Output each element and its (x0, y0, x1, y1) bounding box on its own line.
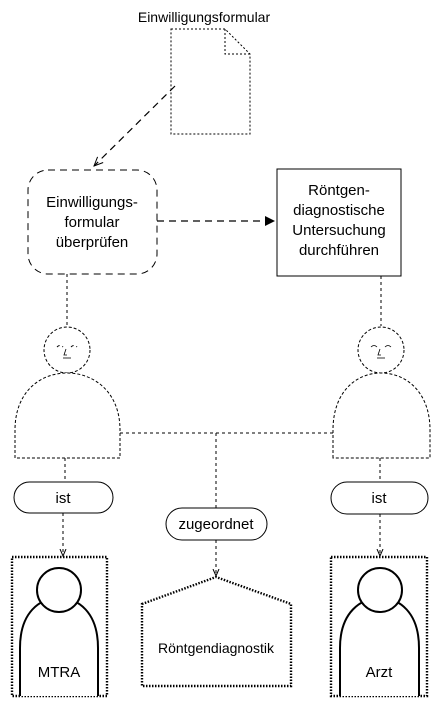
left-person-icon (14, 326, 121, 459)
assigned-label: zugeordnet (178, 516, 254, 533)
left-ist-label: ist (56, 490, 72, 507)
right-person-icon (332, 326, 431, 459)
mtra-head-icon (36, 567, 82, 613)
perform-line-1: Röntgen- (308, 182, 370, 199)
arzt-role-box: Arzt (329, 555, 429, 698)
check-line-2: formular (64, 214, 119, 231)
mtra-label: MTRA (38, 664, 81, 681)
right-ist-label: ist (372, 490, 388, 507)
document-fold (224, 29, 250, 55)
mtra-role-box: MTRA (10, 555, 109, 698)
document-icon (170, 28, 251, 135)
unit-label: Röntgendiagnostik (158, 640, 275, 656)
check-line-3: überprüfen (56, 234, 129, 251)
arzt-label: Arzt (366, 664, 394, 681)
document-to-check-arrow (94, 85, 176, 166)
perform-line-3: Untersuchung (292, 222, 385, 239)
xray-examination-process (276, 168, 402, 277)
xray-diagnostics-unit (140, 575, 293, 688)
perform-line-2: diagnostische (293, 202, 385, 219)
check-consent-process (27, 169, 158, 275)
check-line-1: Einwilligungs- (46, 194, 138, 211)
arzt-head-icon (357, 567, 403, 613)
perform-line-4: durchführen (299, 242, 379, 259)
document-title: Einwilligungsformular (138, 9, 271, 25)
